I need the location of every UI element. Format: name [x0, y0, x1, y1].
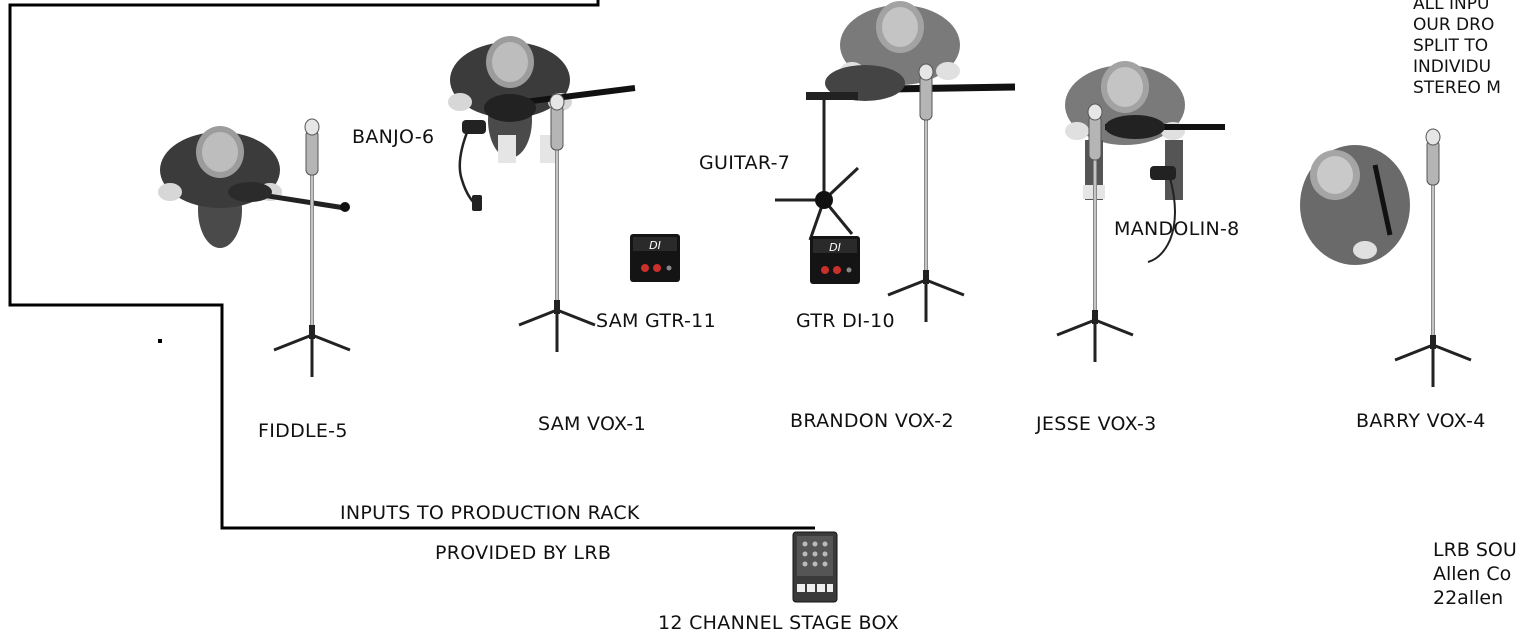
fiddle-player	[158, 126, 350, 248]
provided-by-label: PROVIDED BY LRB	[435, 542, 612, 564]
banjo-player	[448, 36, 636, 163]
mandolin-label: MANDOLIN-8	[1114, 218, 1240, 240]
sam-vox-label: SAM VOX-1	[538, 413, 646, 435]
stage-outline-line	[8, 0, 815, 530]
notes-line-3: SPLIT TO	[1413, 36, 1489, 56]
notes-line-1: ALL INPU	[1413, 0, 1490, 14]
mandolin-clip-mic	[1147, 166, 1176, 263]
stage-dot	[158, 339, 162, 343]
notes-line-4: INDIVIDU	[1413, 57, 1492, 77]
notes-line-2: OUR DRO	[1413, 15, 1495, 35]
contact-block: LRB SOU Allen Co 22allen	[1433, 538, 1521, 610]
sam-gtr-di-box: DI	[630, 234, 680, 282]
fiddle-mic-stand	[272, 117, 352, 379]
barry-player	[1300, 145, 1410, 265]
svg-text:DI: DI	[649, 239, 661, 252]
contact-line-3: 22allen	[1433, 587, 1504, 609]
notes-block: ALL INPU OUR DRO SPLIT TO INDIVIDU STERE…	[1413, 0, 1521, 99]
inputs-to-rack-label: INPUTS TO PRODUCTION RACK	[340, 502, 640, 524]
guitar-label: GUITAR-7	[699, 152, 791, 174]
notes-line-5: STEREO M	[1413, 78, 1501, 98]
contact-line-1: LRB SOU	[1433, 539, 1517, 561]
gtr-di-box: DI	[810, 236, 860, 284]
brandon-vox-mic-stand	[886, 62, 966, 324]
stage-box-label: 12 CHANNEL STAGE BOX	[658, 612, 899, 634]
guitar-boom-stand	[775, 92, 860, 241]
gtr-di-label: GTR DI-10	[796, 310, 895, 332]
brandon-vox-label: BRANDON VOX-2	[790, 410, 954, 432]
stage-box	[792, 531, 838, 603]
svg-text:DI: DI	[829, 241, 841, 254]
banjo-clip-mic	[458, 120, 486, 211]
banjo-label: BANJO-6	[352, 126, 435, 148]
sam-gtr-di-label: SAM GTR-11	[596, 310, 716, 332]
contact-line-2: Allen Co	[1433, 563, 1512, 585]
barry-vox-label: BARRY VOX-4	[1356, 410, 1486, 432]
barry-vox-mic-stand	[1393, 127, 1473, 389]
jesse-vox-label: JESSE VOX-3	[1036, 413, 1157, 435]
fiddle-label: FIDDLE-5	[258, 420, 348, 442]
